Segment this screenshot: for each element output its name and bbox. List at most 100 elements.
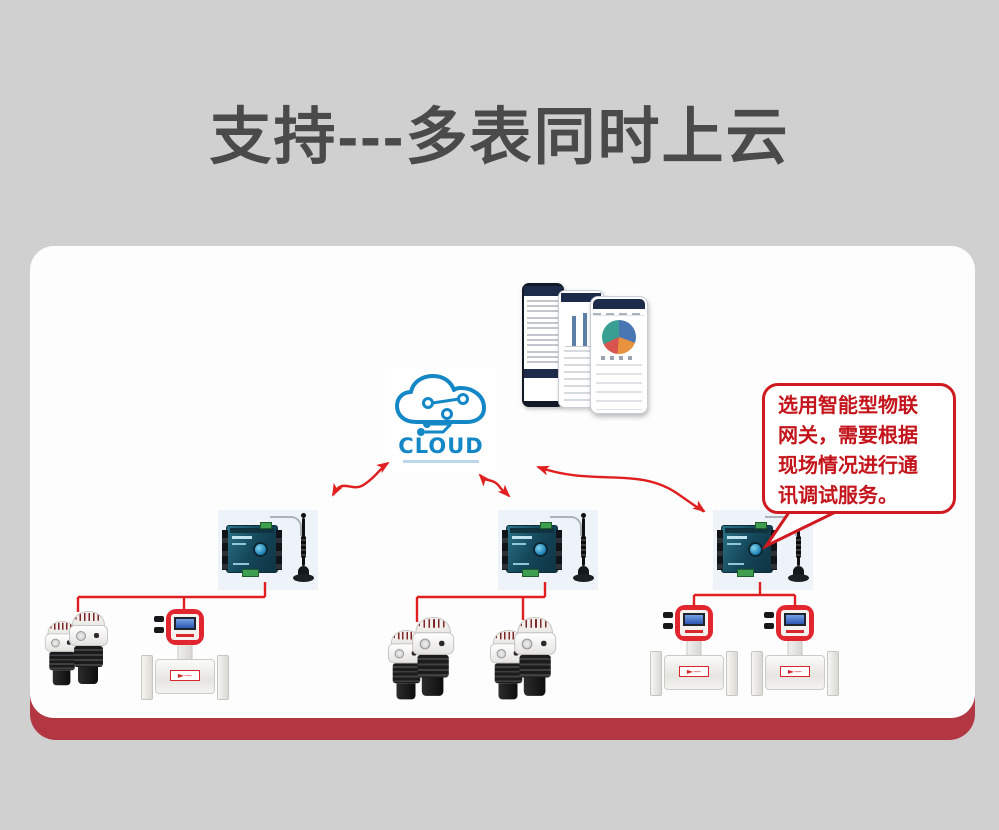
antenna-dome [298,566,309,577]
sensor-port [540,640,546,647]
antenna-cable [765,516,797,536]
gateway-label [512,536,532,539]
sensor-thread [48,651,75,671]
gateway-label [727,536,747,539]
flange [217,655,229,700]
head-label [685,630,703,633]
cloud-logo: CLOUD [385,368,497,472]
tube-label-text: ►— [686,666,702,676]
antenna-base [293,574,314,582]
cloud-icon [395,374,486,436]
sensor-thread [494,663,522,684]
ultrasonic-sensor [513,617,556,706]
lcd-screen [784,613,806,626]
phone-mockup-piechart [590,296,648,414]
tube-label-text: ►— [787,666,803,676]
lcd-screen [683,613,705,626]
gateway-label [233,563,249,565]
converter-head [166,609,204,645]
pie-chart [602,320,636,354]
connector [663,623,673,629]
sensor-probe [421,677,444,696]
antenna-dome [578,566,589,577]
sensor-dial [50,638,60,648]
antenna-base [788,574,809,582]
iot-gateway-3 [713,510,813,590]
sensor-thread [73,646,103,667]
antenna-tip [581,513,586,518]
phone-mockup-list [522,283,564,407]
gateway-top [510,528,554,533]
gateway-top [725,528,769,533]
iot-gateway-1 [218,510,318,590]
antenna-tip [301,513,306,518]
sensor-body [411,632,454,655]
gateway-label [232,536,252,539]
text-block [527,300,559,313]
connector [764,623,774,629]
flange [751,651,763,696]
sensor-probe [78,667,98,684]
electromagnetic-flowmeter: ►— [751,605,839,699]
tube-label: ►— [780,666,810,677]
flange [650,651,662,696]
gateway-body [502,522,562,577]
cloud-label: CLOUD [398,434,484,458]
sensor-thread [518,654,551,678]
sensor-probe [52,670,71,686]
tube-label: ►— [679,666,709,677]
head-label [176,634,194,637]
callout-bubble: 选用智能型物联 网关，需要根据 现场情况进行通 讯调试服务。 [762,383,956,514]
mounting-ears [276,530,282,570]
bar [583,313,587,346]
terminal-block [242,569,259,577]
text-block [527,334,559,347]
data-rows [596,364,642,410]
phone-header [561,293,601,302]
cloud-tagline [403,460,479,463]
gateway-knob [748,542,763,557]
electromagnetic-flowmeter: ►— [650,605,738,699]
callout-text: 选用智能型物联 [778,395,918,417]
flange [827,651,839,696]
neck [177,644,193,660]
sensor-probe [523,677,546,696]
tube-label: ►— [170,670,200,681]
connector [154,627,164,633]
callout-text: 讯调试服务。 [778,485,898,507]
text-block [527,317,559,330]
sensor-thread [392,663,420,684]
antenna-cable [550,516,582,536]
converter-head [675,605,713,641]
gateway-body [222,522,282,577]
mounting-ears [502,530,508,570]
gateway-label [728,563,744,565]
mounting-ears [717,530,723,570]
sensor-body [68,625,108,646]
neck [787,640,803,656]
display-panel [781,610,809,636]
neck [686,640,702,656]
antenna-ridges [796,536,801,558]
antenna-dome [793,566,804,577]
sensor-dial [419,638,430,650]
antenna-ridges [581,536,586,558]
bar [572,316,576,346]
sensor-port [93,633,99,638]
gateway-label [232,543,246,545]
phone-footer [524,369,562,378]
mounting-ears [556,530,562,570]
connector [663,612,673,618]
callout-text: 现场情况进行通 [778,455,918,477]
phone-screen [524,286,562,401]
sensor-dial [394,649,404,659]
sensor-probe [498,683,518,700]
gateway-knob [533,542,548,557]
flange [726,651,738,696]
iot-gateway-2 [498,510,598,590]
terminal-block [522,569,539,577]
pie-legend [601,356,637,360]
converter-head [776,605,814,641]
sensor-body [513,632,556,655]
